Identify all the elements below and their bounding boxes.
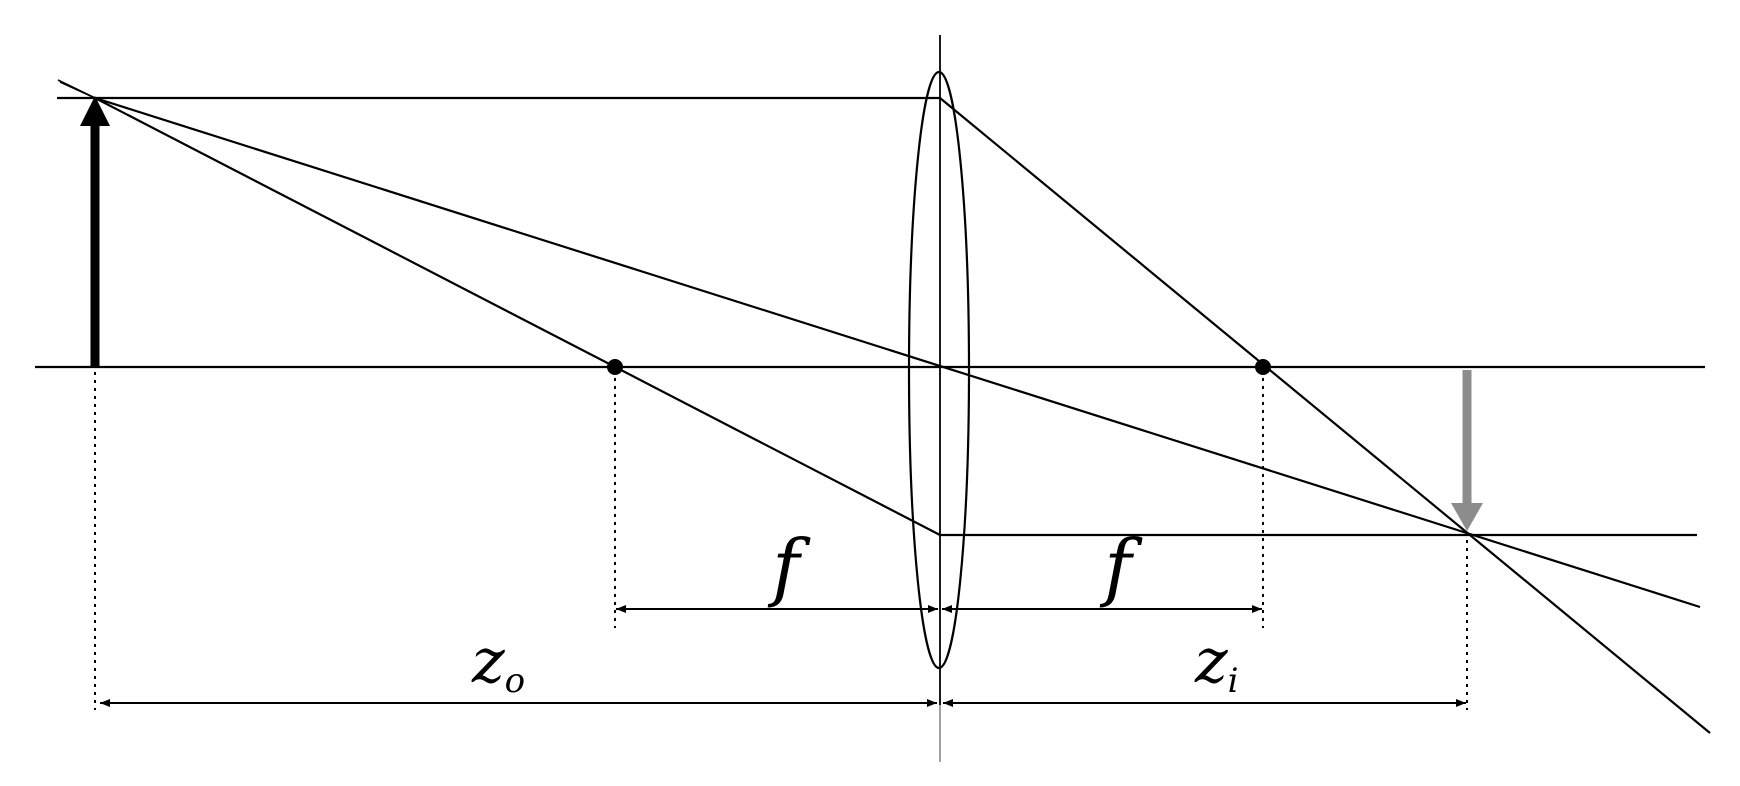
focal-point-right xyxy=(1255,359,1271,375)
label-object-distance: zo xyxy=(471,624,525,701)
label-focal-right: f xyxy=(1099,524,1143,610)
label-image-distance: zi xyxy=(1194,624,1239,701)
ray-parallel-refracted xyxy=(939,97,1711,734)
focal-point-left xyxy=(607,359,623,375)
image-arrow-head xyxy=(1451,503,1483,531)
label-object-distance-sub: o xyxy=(505,661,525,701)
label-focal-left: f xyxy=(767,524,811,610)
label-object-distance-base: z xyxy=(471,624,505,697)
object-arrow-head xyxy=(80,96,110,126)
label-image-distance-base: z xyxy=(1194,624,1228,697)
ray-focal-incoming xyxy=(94,97,941,536)
ray-focal-ext xyxy=(57,79,96,99)
lens xyxy=(907,70,971,670)
label-image-distance-sub: i xyxy=(1228,661,1239,701)
ray-chief xyxy=(94,96,1701,609)
